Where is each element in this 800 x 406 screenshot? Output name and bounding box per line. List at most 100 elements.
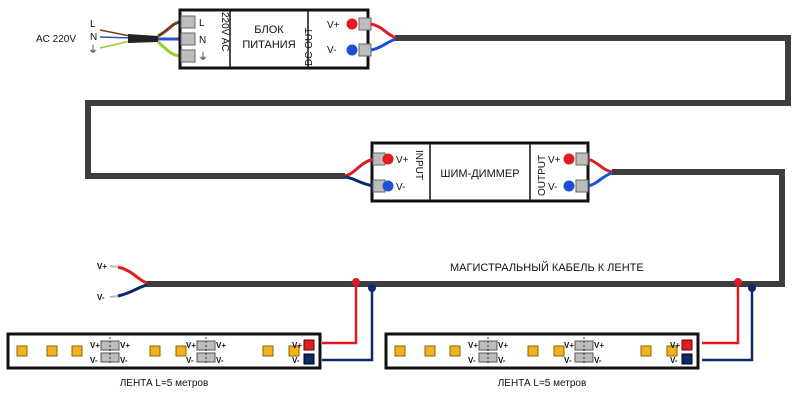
dimmer-out-vminus-dot <box>563 180 575 192</box>
psu-terminal-earth <box>180 49 196 63</box>
strip-1-led-5 <box>175 345 187 357</box>
strip-2-led-3 <box>449 345 461 357</box>
dimmer-out-vplus-dot <box>563 153 575 165</box>
dimmer-in-blue-wire <box>344 175 375 188</box>
strip-2-tap-connector <box>728 281 758 287</box>
strip-2-end-pad-vplus <box>681 339 693 351</box>
psu-terminal-l-label: L <box>199 18 205 29</box>
strip-1-led-6 <box>262 345 274 357</box>
dimmer-out-red-wire <box>587 157 613 174</box>
psu-vminus-dot <box>346 44 358 56</box>
strip-1-end-pad-vminus <box>303 353 315 365</box>
power-supply-box <box>178 8 370 70</box>
psu-input-label: 220V AC <box>219 12 230 51</box>
strip-2-led-1 <box>394 345 406 357</box>
psu-vminus-label: V- <box>327 45 336 56</box>
strip-1-pad-vminus-label: V- <box>186 356 194 365</box>
strip-2-pad-vminus-label: V- <box>564 356 572 365</box>
strip-2-pad-vplus-label: V+ <box>468 341 478 350</box>
strip-1-pad-vplus-label-right: V+ <box>216 341 226 350</box>
strip-1-tap-vplus-dot <box>352 278 360 286</box>
strip-2-led-2 <box>424 345 436 357</box>
strip-1-tap <box>322 278 376 362</box>
earth-symbol: ⏚ <box>88 44 98 56</box>
dimmer-in-vminus-dot <box>382 180 394 192</box>
strip-1-pad-vplus-label-right: V+ <box>120 341 130 350</box>
strip-2-pad-vplus-label: V+ <box>564 341 574 350</box>
dimmer-out-vplus-label: V+ <box>548 155 561 166</box>
mains-earth-strand <box>99 40 131 49</box>
psu-live-wire <box>157 20 183 38</box>
psu-terminal-l <box>180 15 196 29</box>
mains-live-strand <box>99 29 131 37</box>
strip-2-end-pad-vminus <box>681 353 693 365</box>
psu-vplus-label: V+ <box>327 20 340 31</box>
psu-vplus-dot <box>346 18 358 30</box>
dimmer-title: ШИМ-ДИММЕР <box>440 168 519 180</box>
dimmer-output-label: OUTPUT <box>537 155 548 196</box>
strip-2-cut-point-2: V+ V- V+ V- <box>564 337 604 365</box>
strip-1-pad-vminus-label: V- <box>90 356 98 365</box>
dimmer-in-vplus-dot <box>382 153 394 165</box>
strip-1-end-pad-vplus <box>303 339 315 351</box>
psu-terminal-vplus <box>358 17 372 31</box>
dimmer-out-terminal-vplus <box>575 152 589 166</box>
strip-2-pad-vplus-label-right: V+ <box>594 341 604 350</box>
cable-label: МАГИСТРАЛЬНЫЙ КАБЕЛЬ К ЛЕНТЕ <box>450 261 644 274</box>
strip-1-label: ЛЕНТА L=5 метров <box>120 378 209 389</box>
dimmer-in-red-wire <box>344 157 375 178</box>
psu-title-line1: БЛОК <box>254 24 284 36</box>
cable-end-red-wire <box>117 265 148 285</box>
led-strip-2: V+V-V+V-V+V-V+V-V+V- <box>384 332 700 370</box>
strip-2-red-feed <box>702 284 740 345</box>
dimmer-in-vplus-label: V+ <box>396 155 409 166</box>
strip-1-cut-point-2: V+ V- V+ V- <box>186 337 226 365</box>
strip-2-tap-vplus-dot <box>734 278 742 286</box>
strip-1-pad-vminus-label-right: V- <box>120 356 128 365</box>
dimmer-in-vminus-label: V- <box>396 182 405 193</box>
dimmer-input-label: INPUT <box>413 150 424 180</box>
psu-title-line2: ПИТАНИЯ <box>242 39 295 51</box>
dimmer-box <box>370 141 590 203</box>
main-cable-dimmer-to-strips <box>146 169 785 287</box>
strip-1-red-feed <box>322 284 358 345</box>
strip-2-tap <box>702 278 758 362</box>
psu-terminal-earth-label: ⏚ <box>198 51 208 63</box>
strip-2-led-6 <box>640 345 652 357</box>
strip-1-tap-vminus-dot <box>368 284 376 292</box>
strip-2-cut-point-1: V+V-V+V- <box>468 337 508 365</box>
strip-1-cut-point-1: V+ V- V+ V- <box>90 337 130 365</box>
led-strip-1: V+ V- V+ V- V+ V- V+ V- V+ V- <box>6 332 322 370</box>
mains-cable-jacket <box>128 34 158 43</box>
strip-1-pad-vplus-label: V+ <box>186 341 196 350</box>
strip-2-end-vplus-label: V+ <box>670 341 680 350</box>
cable-end-vplus-strand <box>109 265 119 268</box>
cable-end-vplus-label: V+ <box>97 262 107 271</box>
strip-2-pad-vminus-label-right: V- <box>594 356 602 365</box>
cable-end-vminus-label: V- <box>97 293 105 302</box>
dimmer-out-terminal-vminus <box>575 179 589 193</box>
strip-1-pad-vplus-label: V+ <box>90 341 100 350</box>
strip-1-led-1 <box>16 345 28 357</box>
strip-2-tap-vminus-dot <box>748 284 756 292</box>
strip-2-led-4 <box>527 345 539 357</box>
mains-l-label: L <box>90 19 96 30</box>
psu-terminal-n-label: N <box>199 35 206 46</box>
mains-label: AC 220V <box>36 34 76 45</box>
strip-1-tap-connector <box>345 281 375 287</box>
strip-2-pad-vminus-label-right: V- <box>498 356 506 365</box>
strip-1-pad-vminus-label-right: V- <box>216 356 224 365</box>
strip-1-blue-feed <box>322 284 374 362</box>
strip-2-label: ЛЕНТА L=5 метров <box>498 378 587 389</box>
strip-1-end-vplus-label: V+ <box>292 341 302 350</box>
strip-1-led-7 <box>288 345 300 357</box>
dimmer-out-blue-wire <box>587 171 613 188</box>
psu-output-label: DC OUT <box>304 28 315 66</box>
dimmer-out-vminus-label: V- <box>548 182 557 193</box>
psu-out-blue-wire <box>370 37 397 52</box>
strip-2-end-vminus-label: V- <box>670 356 678 365</box>
strip-1-led-2 <box>46 345 58 357</box>
strip-2-led-5 <box>553 345 565 357</box>
strip-1-end-vminus-label: V- <box>292 356 300 365</box>
